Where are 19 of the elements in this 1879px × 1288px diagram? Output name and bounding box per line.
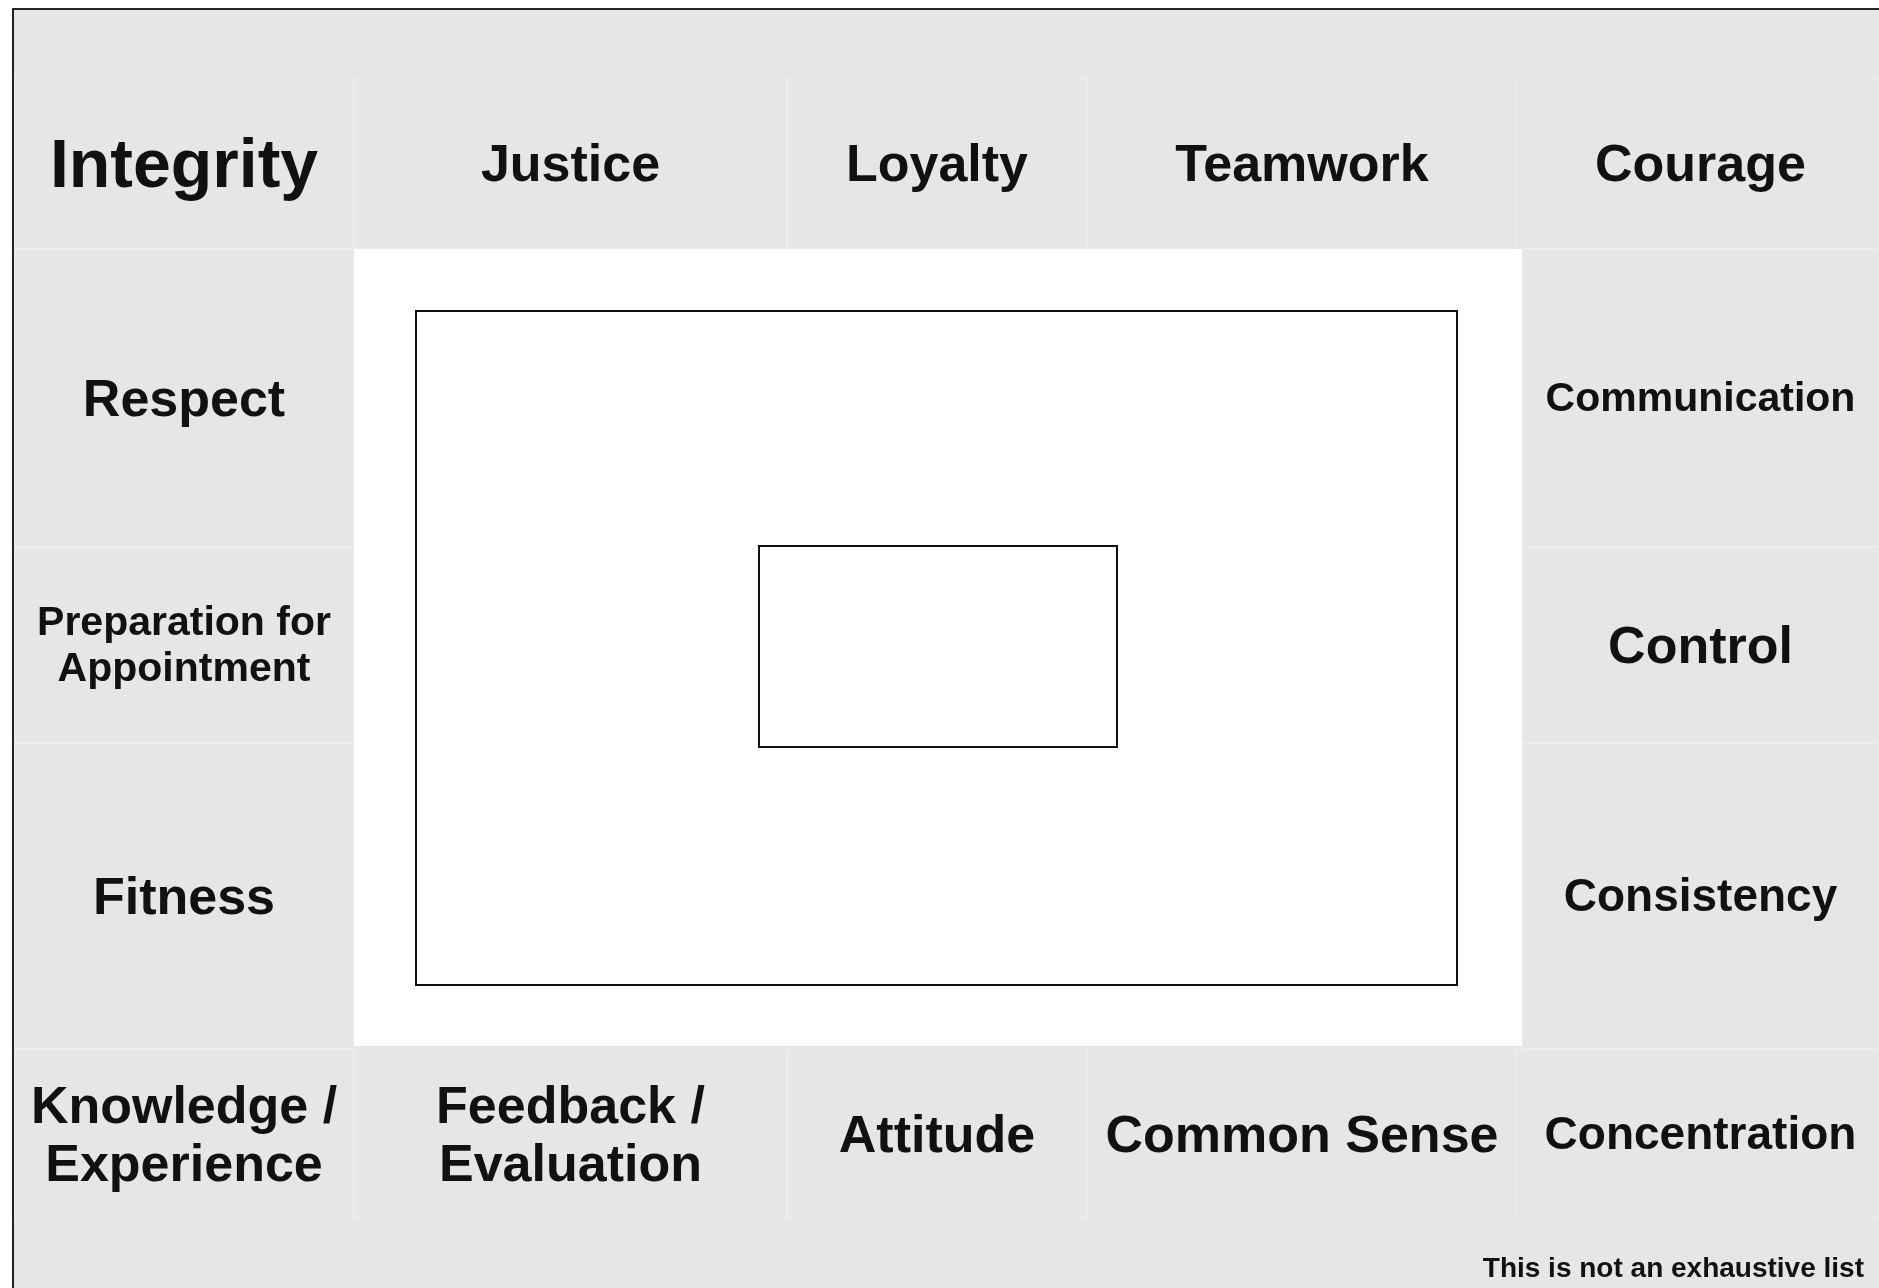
value-word: Control (1522, 547, 1879, 743)
value-word: Teamwork (1087, 78, 1517, 249)
value-word: Consistency (1522, 743, 1879, 1049)
value-word: Respect (14, 249, 354, 547)
footnote: This is not an exhaustive list (1482, 1252, 1864, 1284)
value-word: Integrity (14, 78, 354, 249)
empty-frame (415, 310, 1458, 986)
value-word: Loyalty (787, 78, 1087, 249)
value-word: Communication (1522, 249, 1879, 547)
value-word: Common Sense (1087, 1049, 1517, 1219)
empty-frame (758, 545, 1118, 748)
value-word: Feedback / Evaluation (354, 1049, 787, 1219)
value-word: Courage (1522, 78, 1879, 249)
value-word: Preparation for Appointment (14, 547, 354, 743)
value-word: Fitness (14, 743, 354, 1049)
value-word: Justice (354, 78, 787, 249)
value-word: Concentration (1522, 1049, 1879, 1219)
value-word: Attitude (787, 1049, 1087, 1219)
value-word: Knowledge / Experience (14, 1049, 354, 1219)
